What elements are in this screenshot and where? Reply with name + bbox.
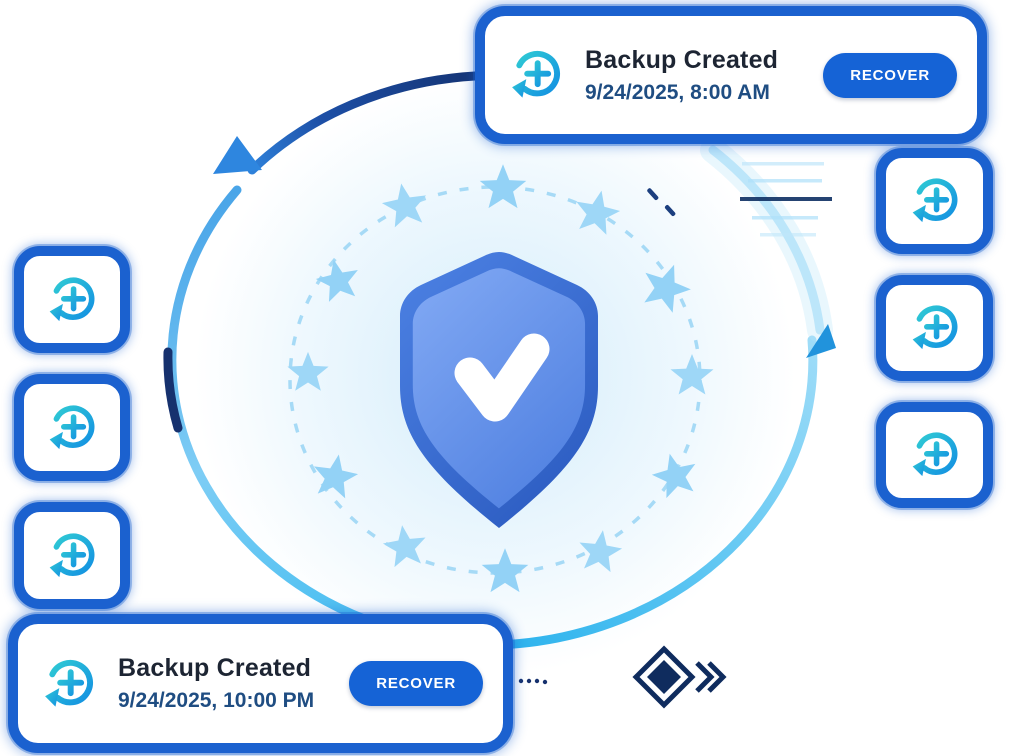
cycle-arrowhead-top-left (213, 136, 262, 174)
dotted-connector (518, 678, 548, 685)
backup-restore-plus-icon (906, 299, 964, 357)
backup-tile[interactable] (876, 275, 993, 381)
backup-tile[interactable] (14, 246, 130, 353)
backup-tile[interactable] (14, 502, 130, 609)
notification-texts: Backup Created 9/24/2025, 10:00 PM (118, 654, 314, 713)
backup-tile[interactable] (876, 148, 993, 254)
backup-tile[interactable] (14, 374, 130, 481)
backup-restore-plus-icon (906, 426, 964, 484)
backup-notification-card: Backup Created 9/24/2025, 8:00 AM RECOVE… (475, 6, 987, 144)
notification-title: Backup Created (585, 45, 779, 74)
cycle-arrowhead-right (806, 324, 836, 358)
backup-restore-plus-icon (43, 527, 101, 585)
backup-tile[interactable] (876, 402, 993, 508)
notification-texts: Backup Created 9/24/2025, 8:00 AM (585, 46, 778, 105)
notification-timestamp: 9/24/2025, 8:00 AM (585, 80, 770, 104)
backup-restore-plus-icon (906, 172, 964, 230)
shield-check-icon (383, 246, 615, 536)
navy-dash-accents (647, 188, 676, 217)
backup-restore-plus-icon (505, 44, 567, 106)
backup-restore-plus-icon (43, 271, 101, 329)
checkmark-icon (454, 333, 550, 422)
notification-timestamp: 9/24/2025, 10:00 PM (118, 689, 315, 712)
streak-accents (740, 162, 832, 237)
diamond-chevrons-ornament (632, 645, 727, 709)
recover-button[interactable]: RECOVER (349, 661, 483, 706)
backup-restore-plus-icon (43, 399, 101, 457)
backup-restore-plus-icon (38, 653, 100, 715)
backup-notification-card: Backup Created 9/24/2025, 10:00 PM RECOV… (8, 614, 513, 753)
notification-title: Backup Created (118, 654, 312, 682)
recover-button[interactable]: RECOVER (823, 52, 957, 98)
